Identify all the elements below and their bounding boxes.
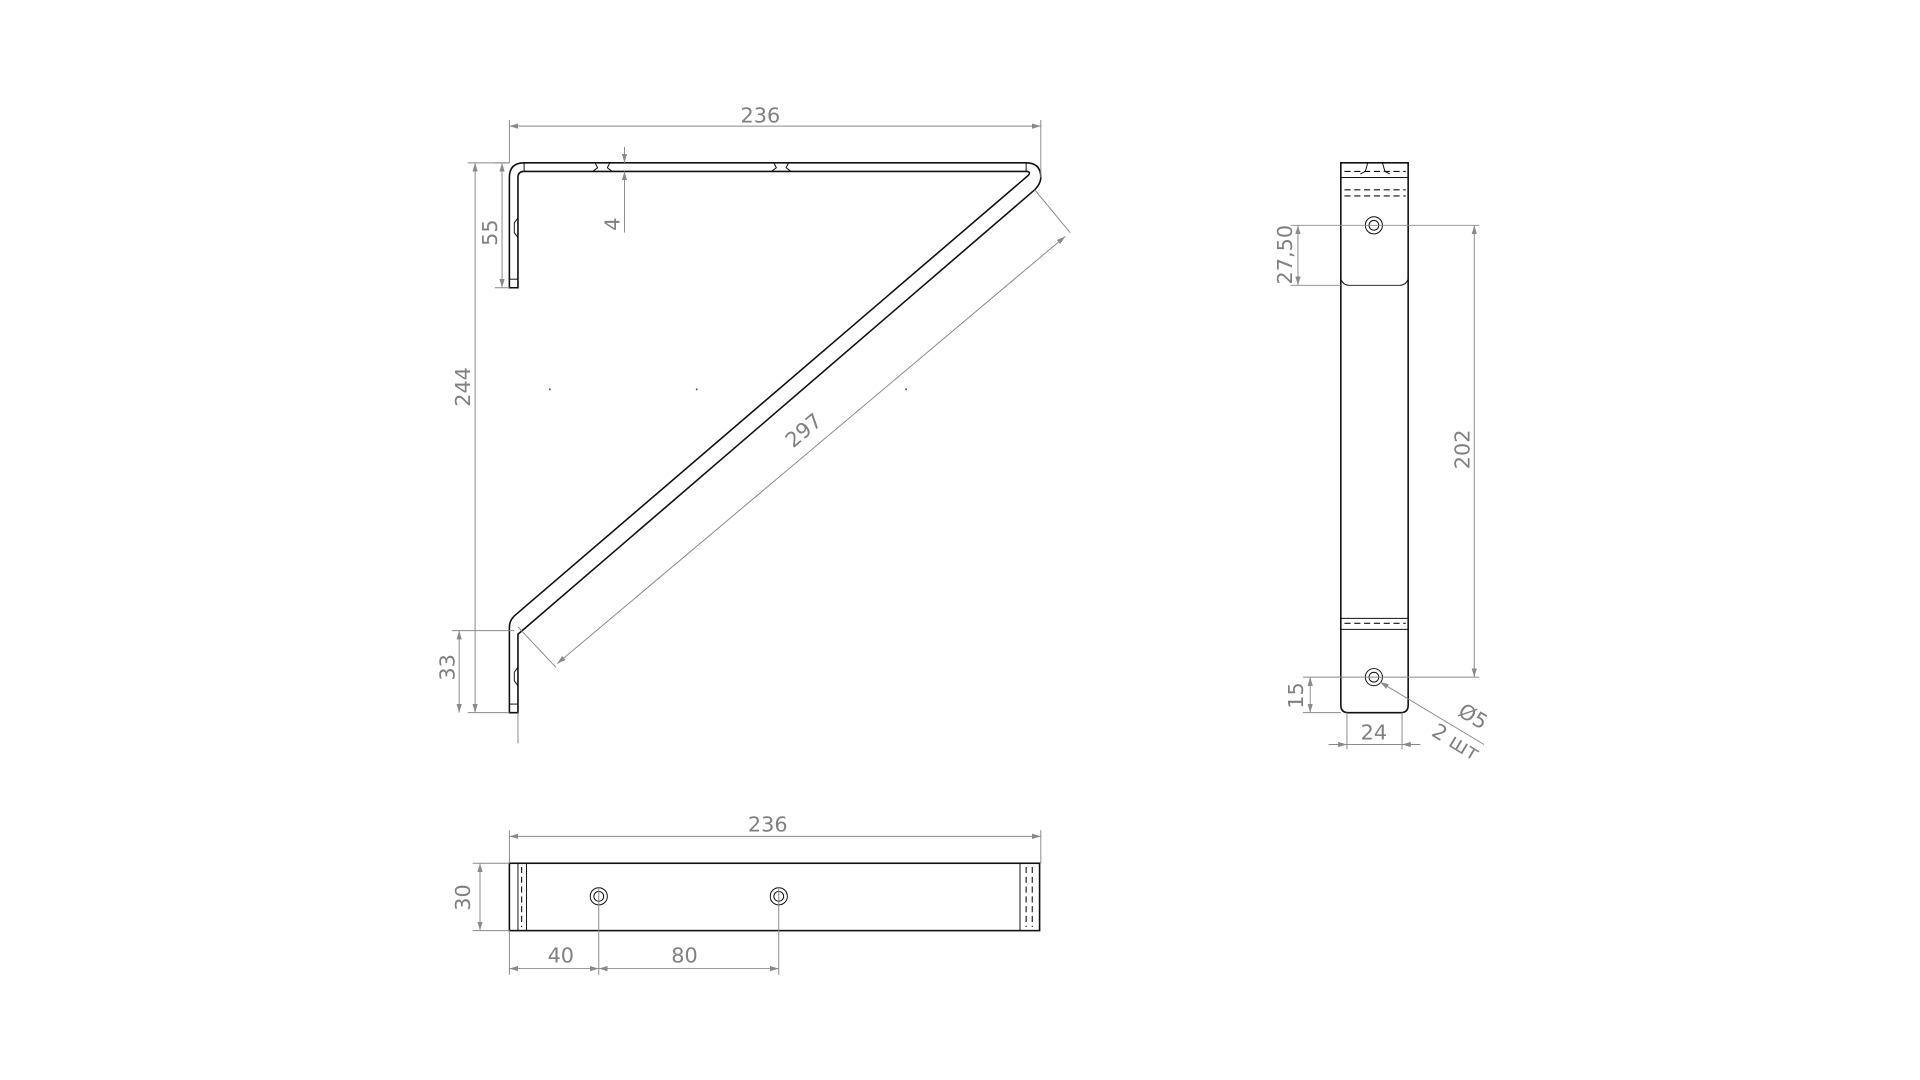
dim-thickness: 4 xyxy=(601,217,625,230)
side-view: 236 55 4 244 33 297 xyxy=(435,103,1071,744)
dim-overall-height: 244 xyxy=(451,367,475,407)
plate-outline xyxy=(1340,162,1409,714)
dim-overall-length: 236 xyxy=(748,812,788,836)
countersink-mark xyxy=(592,162,613,172)
dim-hole-diameter: Ø5 xyxy=(1454,699,1492,735)
top-view: 236 30 40 80 xyxy=(451,812,1042,975)
dim-top-flange-height: 55 xyxy=(478,219,502,245)
dim-overall-width: 236 xyxy=(741,103,781,127)
dim-hole-spacing: 202 xyxy=(1450,430,1474,470)
dim-width: 30 xyxy=(451,884,475,910)
bracket-outline xyxy=(508,162,1042,714)
dim-first-hole-offset: 40 xyxy=(548,943,574,967)
dim-hole-offset-top: 27,50 xyxy=(1273,225,1297,285)
dim-width: 24 xyxy=(1361,721,1387,745)
dim-hole-offset-bottom: 15 xyxy=(1284,682,1308,708)
countersink-mark xyxy=(771,162,792,172)
flange-outline xyxy=(508,862,1041,932)
dim-hole-spacing: 80 xyxy=(671,943,697,967)
front-view: 27,50 202 15 24 Ø5 2 шт xyxy=(1273,162,1492,766)
dim-diagonal-length: 297 xyxy=(781,409,827,453)
dim-bottom-flange-height: 33 xyxy=(435,654,459,680)
